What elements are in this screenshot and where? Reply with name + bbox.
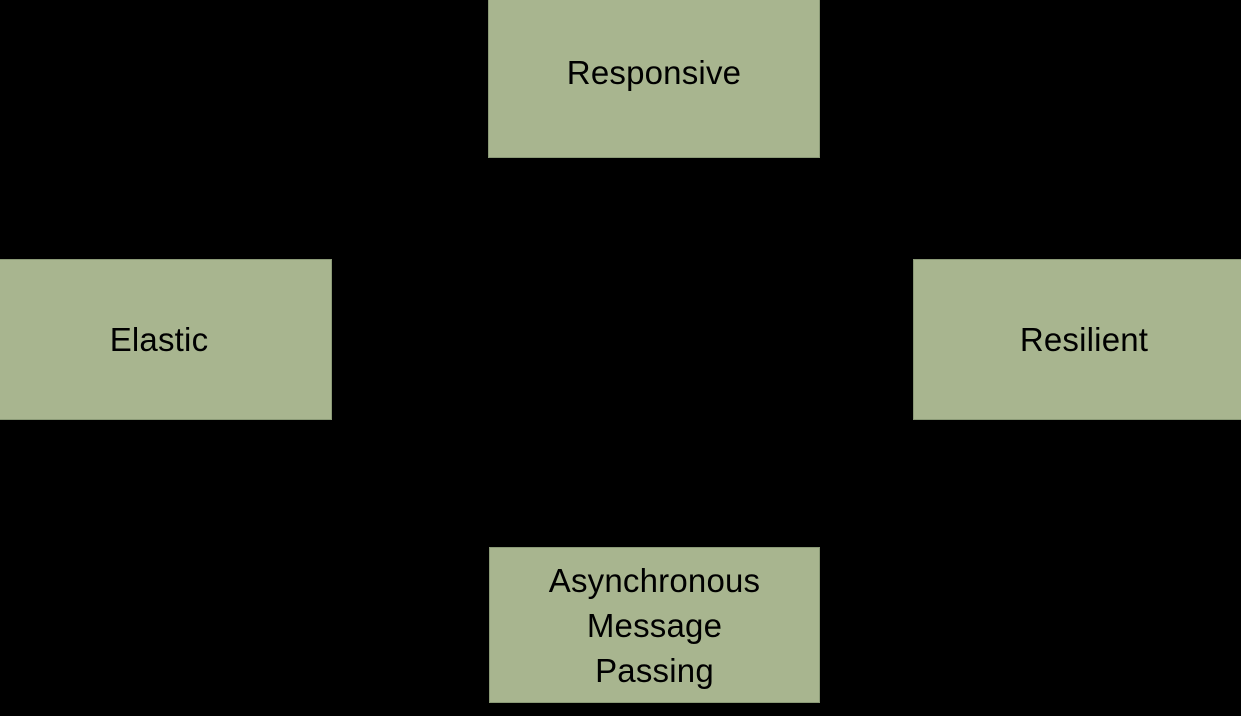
connector-resilient-async bbox=[819, 420, 1080, 631]
connector-line bbox=[165, 80, 488, 258]
connector-line bbox=[165, 420, 488, 627]
node-resilient-label: Resilient bbox=[1019, 321, 1149, 358]
arrowhead-icon bbox=[477, 619, 489, 631]
connector-async-responsive bbox=[648, 158, 660, 547]
node-responsive[interactable]: Responsive bbox=[488, 0, 820, 158]
arrowhead-icon bbox=[648, 158, 660, 170]
connector-elastic-async bbox=[165, 420, 489, 631]
connector-line bbox=[820, 80, 1080, 258]
arrowhead-icon bbox=[1072, 247, 1084, 259]
connector-responsive-elastic bbox=[161, 80, 488, 259]
node-asynchronous-message-passing[interactable]: Asynchronous Message Passing bbox=[489, 547, 820, 703]
node-elastic-label: Elastic bbox=[109, 321, 209, 358]
node-elastic[interactable]: Elastic bbox=[0, 259, 332, 420]
connector-responsive-resilient bbox=[820, 80, 1084, 259]
node-resilient[interactable]: Resilient bbox=[913, 259, 1241, 420]
node-asynchronous-message-passing-label: Asynchronous Message Passing bbox=[548, 561, 761, 689]
arrowhead-icon bbox=[819, 619, 831, 631]
node-responsive-label: Responsive bbox=[566, 53, 742, 91]
connector-line bbox=[820, 420, 1080, 627]
arrowhead-icon bbox=[161, 247, 173, 259]
